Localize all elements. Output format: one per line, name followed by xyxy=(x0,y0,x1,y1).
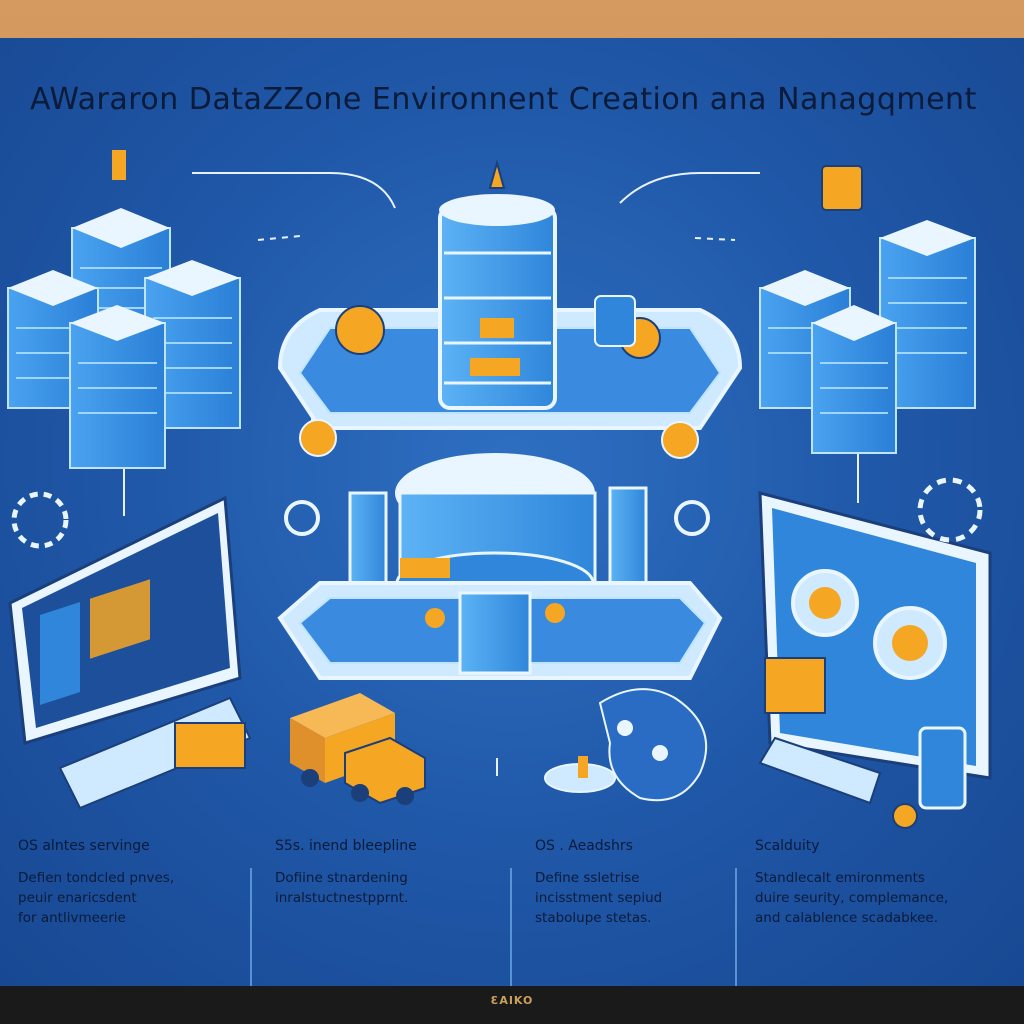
brand-logo: ƐAIKO xyxy=(490,994,534,1007)
tv-bezel: ƐAIKO xyxy=(0,986,1024,1024)
column-heading: S5s. inend bleepline xyxy=(275,838,417,854)
column-line: Standlecalt emironments xyxy=(755,870,925,886)
column-line: incisstment sepiud xyxy=(535,890,663,906)
infographic-illustration xyxy=(7,150,992,829)
column-line: for antlivmeerie xyxy=(18,910,126,926)
right-gear-icon xyxy=(917,477,983,543)
column-line: Defien tondcled pnves, xyxy=(18,870,175,886)
column-line: peuir enaricsdent xyxy=(18,890,137,906)
column-line: Define ssletrise xyxy=(535,870,640,886)
column-line: and calablence scadabkee. xyxy=(755,910,938,926)
screen: AWararon DataZZone Environnent Creation … xyxy=(0,38,1024,986)
column-body: Defien tondcled pnves, peuir enaricsdent… xyxy=(18,868,248,928)
column-line: Dofiine stnardening xyxy=(275,870,408,886)
column-line: duire seurity, complemance, xyxy=(755,890,949,906)
column-body: Define ssletrise incisstment sepiud stab… xyxy=(535,868,765,928)
column-body: Dofiine stnardening inralstuctnestpprnt. xyxy=(275,868,505,908)
left-server-cluster xyxy=(7,150,241,469)
column-line: stabolupe stetas. xyxy=(535,910,652,926)
map-icon xyxy=(544,688,708,802)
left-gear-icon xyxy=(11,491,69,549)
column-heading: OS alntes servinge xyxy=(18,838,150,854)
column-heading: OS . Aeadshrs xyxy=(535,838,633,854)
info-column-1: OS alntes servinge Defien tondcled pnves… xyxy=(18,838,248,928)
right-monitor xyxy=(758,491,992,829)
info-column-3: OS . Aeadshrs Define ssletrise incisstme… xyxy=(535,838,765,928)
column-body: Standlecalt emironments duire seurity, c… xyxy=(755,868,1015,928)
truck-icon xyxy=(290,693,426,805)
central-tower xyxy=(277,159,743,680)
column-heading: Scalduity xyxy=(755,838,820,854)
info-column-4: Scalduity Standlecalt emironments duire … xyxy=(755,838,1015,928)
column-line: inralstuctnestpprnt. xyxy=(275,890,409,906)
info-column-2: S5s. inend bleepline Dofiine stnardening… xyxy=(275,838,505,908)
page-title: AWararon DataZZone Environnent Creation … xyxy=(30,82,977,117)
left-monitor xyxy=(8,495,252,810)
right-server-cluster xyxy=(759,165,976,454)
